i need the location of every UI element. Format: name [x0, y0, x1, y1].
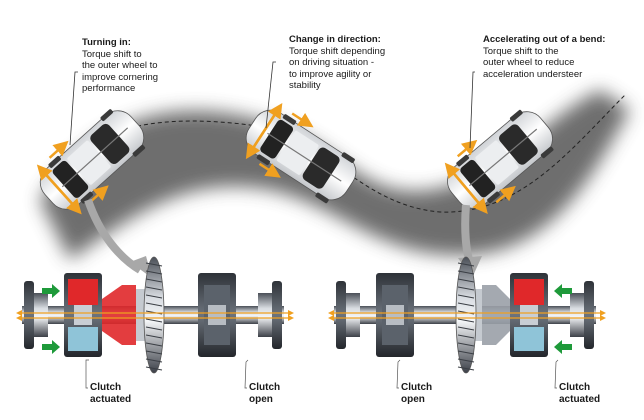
callout-line: stability [289, 80, 321, 91]
clutch-label-line: Clutch [559, 382, 591, 393]
clutch-label-line: Clutch [249, 382, 281, 393]
torque-arrow [444, 162, 483, 208]
clutch-label-line: open [401, 394, 425, 405]
callout-title: Turning in: [82, 37, 131, 48]
callout-line: the outer wheel to [82, 60, 158, 71]
car-turning-in [36, 109, 146, 215]
flange [272, 281, 282, 349]
torque-arrow [456, 139, 478, 158]
clutch-label-line: actuated [559, 394, 601, 405]
clutch-label-line: Clutch [90, 382, 122, 393]
wheel [100, 109, 114, 122]
clutch-label-right-2: Clutch actuated [559, 382, 600, 406]
torque-arrow [36, 164, 77, 209]
flange [24, 281, 34, 349]
pressure-arrow-icon [42, 340, 60, 354]
wheel [282, 114, 297, 125]
pressure-arrow-icon [42, 284, 60, 298]
callout-line: acceleration understeer [483, 68, 583, 80]
clutch-label-line: actuated [90, 394, 132, 405]
leader-lines [69, 61, 475, 149]
callout-line: to improve agility or [289, 68, 372, 80]
callout-line: Torque shift to [82, 48, 142, 60]
flange [584, 281, 594, 349]
ring-gear [455, 256, 477, 374]
torque-arrow [291, 112, 314, 128]
callout-turning-in: Turning in: Torque shift to the outer wh… [82, 37, 158, 95]
torque-arrow [495, 185, 516, 204]
callout-title: Change in direction: [289, 34, 381, 45]
wheel [315, 192, 329, 204]
callout-change-in-direction: Change in direction: Torque shift depend… [289, 34, 385, 92]
wheel [509, 109, 523, 122]
wheel [80, 191, 94, 204]
clutch-label-line: Clutch [401, 382, 433, 393]
car-accelerating-out [444, 109, 554, 214]
torque-arrow [249, 102, 283, 152]
pressure-arrow-icon [554, 340, 572, 354]
torque-arrow [258, 162, 281, 178]
pressure-arrow-icon [554, 284, 572, 298]
callout-line: improve cornering [82, 71, 159, 83]
wheel [341, 152, 355, 163]
clutch-label-right-1: Clutch open [401, 382, 432, 406]
differential-left [16, 256, 294, 374]
callout-line: on driving situation - [289, 57, 375, 68]
car-change-direction [245, 102, 357, 204]
wheel [132, 144, 146, 157]
ring-gear [143, 256, 165, 374]
torque-arrow [48, 140, 69, 159]
callout-title: Accelerating out of a bend: [483, 34, 606, 45]
callout-line: performance [82, 83, 136, 94]
clutch-label-line: open [249, 394, 273, 405]
flange [336, 281, 346, 349]
clutch-label-left-2: Clutch open [249, 382, 280, 406]
clutch-label-left-1: Clutch actuated [90, 382, 131, 406]
differential-right [328, 256, 606, 374]
callout-line: Torque shift depending [289, 45, 386, 57]
wheel [487, 191, 500, 204]
callout-accelerating-out-of-bend: Accelerating out of a bend: Torque shift… [483, 34, 605, 80]
callout-line: outer wheel to reduce [483, 57, 575, 68]
wheel [540, 146, 554, 159]
callout-line: Torque shift to the [483, 45, 559, 57]
